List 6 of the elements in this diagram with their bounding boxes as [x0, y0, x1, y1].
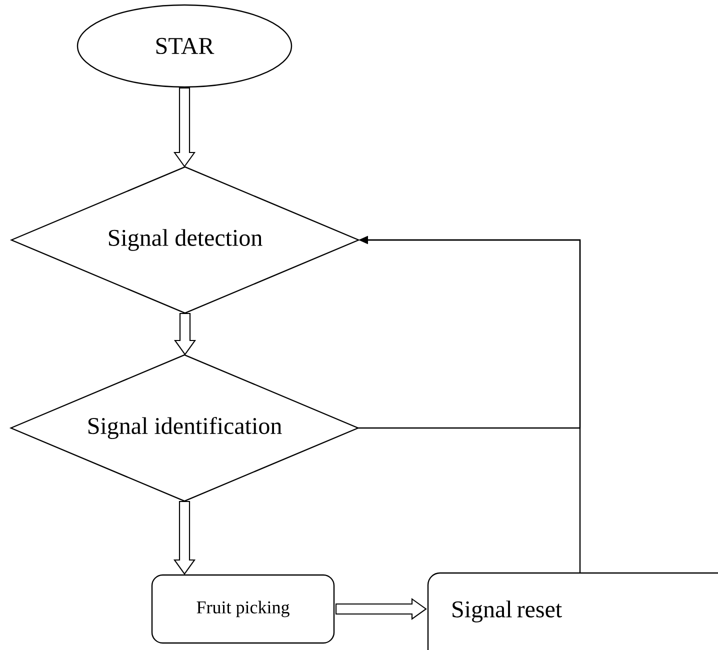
process-box: Fruit picking — [151, 574, 335, 644]
hollow-arrow — [335, 598, 427, 620]
process-box: Signal reset — [427, 572, 718, 650]
hollow-arrow — [173, 87, 196, 168]
hollow-arrow — [173, 500, 196, 575]
hollow-arrow — [174, 312, 196, 356]
